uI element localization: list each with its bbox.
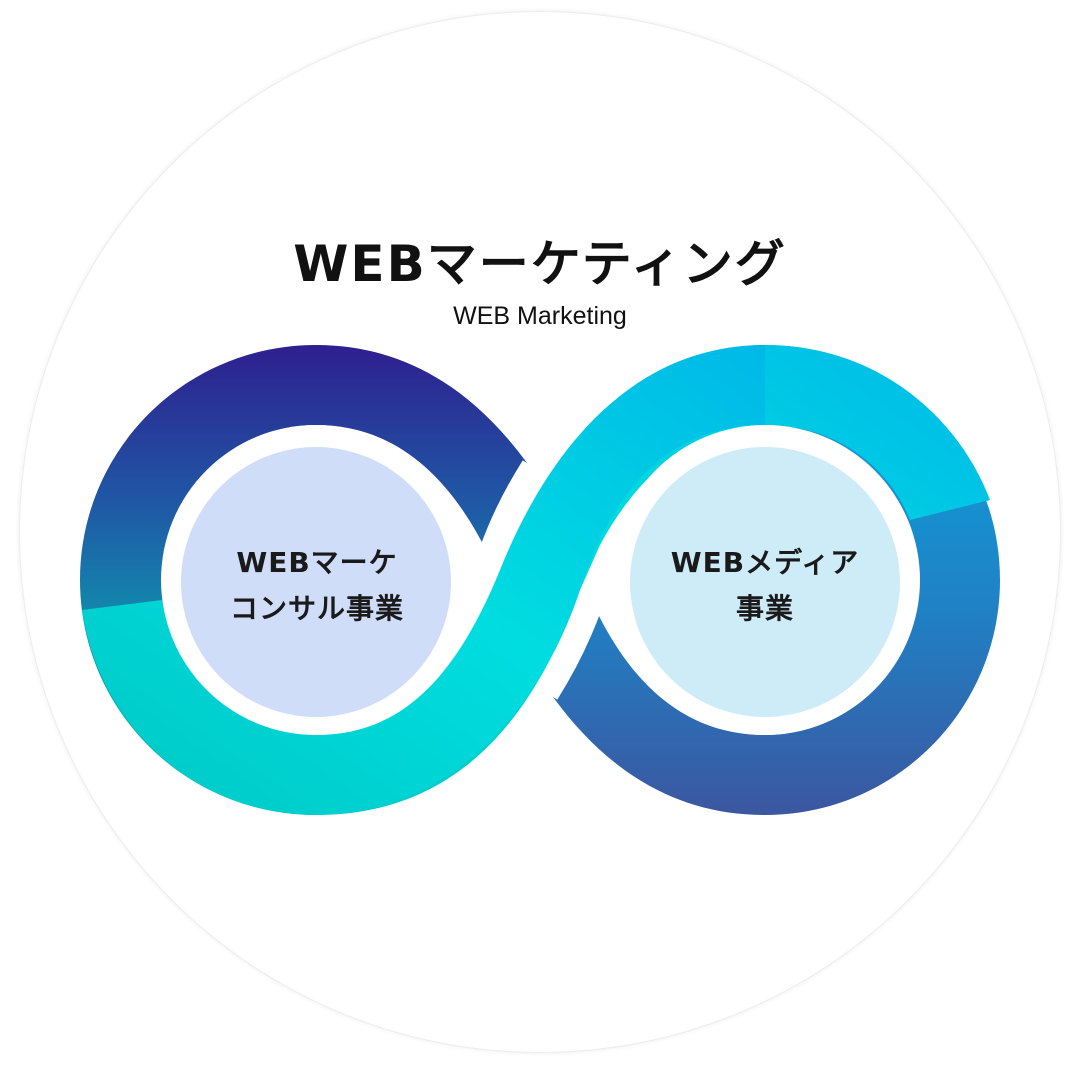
right-node-line2: 事業	[735, 592, 794, 625]
right-node-label: WEBメディア 事業	[645, 540, 885, 632]
crossing-strip	[82, 345, 765, 815]
left-node-line2: コンサル事業	[229, 592, 404, 625]
right-node-line1: WEBメディア	[670, 546, 860, 579]
diagram-subtitle: WEB Marketing	[453, 302, 627, 330]
crossing-gap	[548, 608, 601, 700]
crossing-gap	[480, 460, 532, 550]
left-node-label: WEBマーケ コンサル事業	[197, 540, 437, 632]
left-node-line1: WEBマーケ	[236, 546, 398, 579]
left-node-circle	[181, 447, 451, 717]
diagram-title: WEBマーケティング	[293, 235, 787, 293]
right-node-circle	[630, 447, 900, 717]
